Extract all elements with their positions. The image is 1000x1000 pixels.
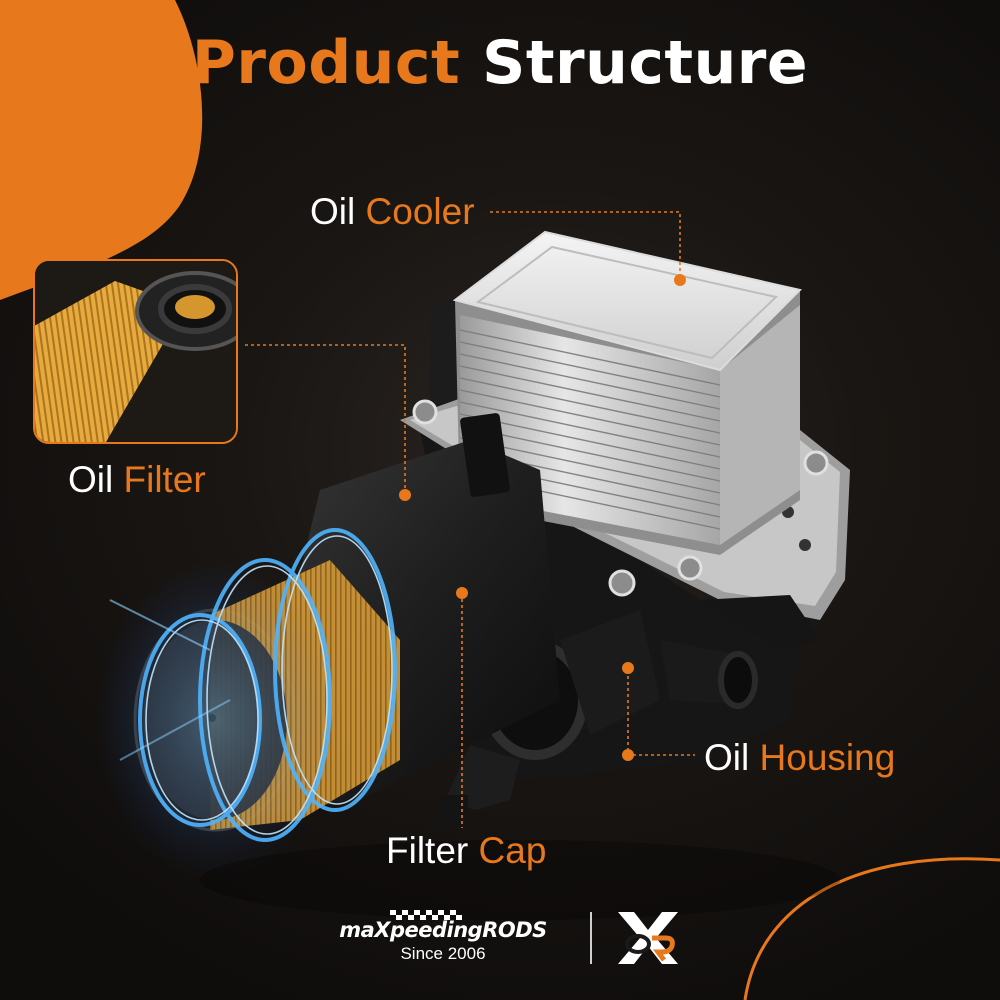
orange-corner-shape — [0, 0, 203, 300]
label-oil-cooler: Oil Cooler — [310, 193, 475, 230]
brand-divider — [590, 912, 592, 964]
label-oil-cooler-accent: Cooler — [365, 191, 475, 232]
brand-name-part2: peedingRODS — [389, 918, 547, 942]
label-oil-housing-accent: Housing — [759, 737, 896, 778]
xor-logo-icon — [618, 912, 678, 964]
leader-oil-housing — [627, 670, 695, 756]
title-word-structure: Structure — [482, 28, 809, 98]
brand-name: maXpeedingRODS — [318, 918, 568, 942]
brand-block: maXpeedingRODS Since 2006 — [318, 918, 568, 964]
title-word-product: Product — [191, 28, 461, 98]
brand-name-part1: maX — [339, 918, 390, 942]
floor-reflection — [200, 840, 840, 920]
callout-dot-filter-cap — [456, 587, 468, 599]
page-title: Product Structure — [0, 28, 1000, 98]
callout-dot-oil-filter — [399, 489, 411, 501]
label-filter-cap-accent: Cap — [478, 830, 547, 871]
label-oil-cooler-plain: Oil — [310, 191, 356, 232]
leader-oil-filter — [245, 344, 406, 495]
label-oil-filter-accent: Filter — [123, 459, 206, 500]
label-filter-cap: Filter Cap — [386, 832, 546, 869]
orange-arc-decoration — [743, 857, 1000, 1000]
brand-since: Since 2006 — [400, 944, 486, 963]
checkered-flag-icon — [390, 910, 462, 920]
callout-dot-oil-cooler — [674, 274, 686, 286]
oil-filter-inset-image — [33, 259, 238, 444]
callout-dot-oil-housing-end — [622, 749, 634, 761]
leader-oil-cooler — [490, 211, 681, 280]
label-oil-housing: Oil Housing — [704, 739, 895, 776]
oil-filter-element — [35, 261, 236, 442]
label-oil-filter: Oil Filter — [68, 461, 206, 498]
label-oil-housing-plain: Oil — [704, 737, 750, 778]
callout-dot-oil-housing — [622, 662, 634, 674]
filter-element-glow — [95, 528, 400, 880]
label-oil-filter-plain: Oil — [68, 459, 114, 500]
label-filter-cap-plain: Filter — [386, 830, 469, 871]
